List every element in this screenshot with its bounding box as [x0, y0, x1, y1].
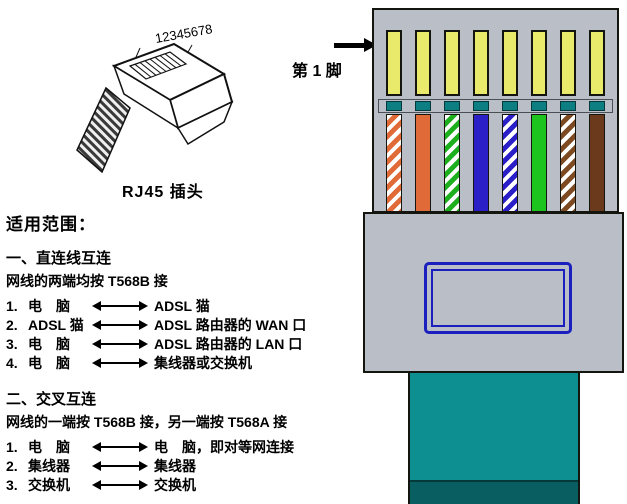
wire-white-orange: [386, 114, 402, 211]
pin-6: [531, 30, 547, 96]
section-crossover: 二、交叉互连 网线的一端按 T568B 接，另一端按 T568A 接 1. 电 脑…: [6, 388, 366, 494]
cable-end: [410, 480, 578, 504]
section-items: 1. 电 脑 电 脑，即对等网连接 2. 集线器 集线器 3. 交换机 交换机: [6, 437, 366, 494]
endpoint-b: ADSL 猫: [154, 297, 210, 314]
item-number: 3.: [6, 335, 18, 352]
section-subtitle: 网线的一端按 T568B 接，另一端按 T568A 接: [6, 414, 288, 430]
arrow-shaft: [334, 43, 366, 48]
connector-body-top: [372, 8, 619, 213]
list-item: 2. 集线器 集线器: [6, 456, 366, 475]
double-arrow-icon: [92, 319, 148, 330]
pin1-label: 第 1 脚: [292, 63, 342, 80]
list-item: 1. 电 脑 ADSL 猫: [6, 296, 366, 315]
clip-window: [424, 262, 572, 334]
item-number: 4.: [6, 354, 18, 371]
list-item: 3. 电 脑 ADSL 路由器的 LAN 口: [6, 334, 366, 353]
pin-3: [444, 30, 460, 96]
pin-7: [560, 30, 576, 96]
section-title: 一、直连线互连: [6, 250, 112, 267]
endpoint-b: 电 脑，即对等网连接: [154, 438, 294, 455]
item-number: 2.: [6, 457, 18, 474]
rj45-plug-sketch: 12345678: [76, 24, 234, 174]
double-arrow-icon: [92, 479, 148, 490]
pin-2: [415, 30, 431, 96]
pin-1: [386, 30, 402, 96]
endpoint-a: 电 脑: [28, 297, 70, 314]
contact-1: [386, 101, 402, 111]
cable-sketch: [76, 86, 131, 174]
contact-6: [531, 101, 547, 111]
contact-strip: [378, 99, 613, 113]
double-arrow-icon: [92, 460, 148, 471]
item-number: 1.: [6, 438, 18, 455]
connector-body-bottom: [363, 212, 624, 373]
contact-8: [589, 101, 605, 111]
double-arrow-icon: [92, 300, 148, 311]
endpoint-b: 交换机: [154, 476, 196, 493]
pin-5: [502, 30, 518, 96]
plug-latch: [176, 100, 234, 146]
endpoint-b: ADSL 路由器的 LAN 口: [154, 335, 303, 352]
pin-4: [473, 30, 489, 96]
pin-row: [374, 30, 617, 96]
usage-scope: 适用范围： 一、直连线互连 网线的两端均按 T568B 接 1. 电 脑 ADSL …: [6, 210, 366, 494]
endpoint-a: 电 脑: [28, 438, 70, 455]
wire-white-brown: [560, 114, 576, 211]
item-number: 2.: [6, 316, 18, 333]
double-arrow-icon: [92, 357, 148, 368]
contact-3: [444, 101, 460, 111]
contact-4: [473, 101, 489, 111]
list-item: 1. 电 脑 电 脑，即对等网连接: [6, 437, 366, 456]
list-item: 2. ADSL 猫 ADSL 路由器的 WAN 口: [6, 315, 366, 334]
endpoint-b: 集线器或交换机: [154, 354, 252, 371]
section-straight-through: 一、直连线互连 网线的两端均按 T568B 接 1. 电 脑 ADSL 猫 2. ADS…: [6, 247, 366, 372]
list-item: 4. 电 脑 集线器或交换机: [6, 353, 366, 372]
double-arrow-icon: [92, 338, 148, 349]
scope-heading: 适用范围：: [6, 215, 96, 234]
wire-blue: [473, 114, 489, 211]
plug-side-face: [112, 64, 180, 130]
wire-row: [374, 114, 617, 211]
item-number: 1.: [6, 297, 18, 314]
double-arrow-icon: [92, 441, 148, 452]
endpoint-a: 交换机: [28, 476, 70, 493]
wire-white-green: [444, 114, 460, 211]
wire-white-blue: [502, 114, 518, 211]
item-number: 3.: [6, 476, 18, 493]
contact-grid-lines: [134, 53, 182, 78]
endpoint-a: ADSL 猫: [28, 316, 84, 333]
section-items: 1. 电 脑 ADSL 猫 2. ADSL 猫 ADSL 路由器的 WAN 口 3. 电 脑 A…: [6, 296, 366, 372]
endpoint-b: ADSL 路由器的 WAN 口: [154, 316, 307, 333]
endpoint-a: 集线器: [28, 457, 70, 474]
wire-green: [531, 114, 547, 211]
contact-5: [502, 101, 518, 111]
plug-caption: RJ45 插头: [122, 184, 204, 201]
network-cable: [408, 373, 580, 504]
pin-numbers-label: 12345678: [154, 24, 214, 46]
endpoint-b: 集线器: [154, 457, 196, 474]
section-title: 二、交叉互连: [6, 391, 97, 408]
endpoint-a: 电 脑: [28, 354, 70, 371]
wire-brown: [589, 114, 605, 211]
contact-7: [560, 101, 576, 111]
contact-2: [415, 101, 431, 111]
pin-8: [589, 30, 605, 96]
endpoint-a: 电 脑: [28, 335, 70, 352]
section-subtitle: 网线的两端均按 T568B 接: [6, 273, 168, 289]
list-item: 3. 交换机 交换机: [6, 475, 366, 494]
wire-orange: [415, 114, 431, 211]
